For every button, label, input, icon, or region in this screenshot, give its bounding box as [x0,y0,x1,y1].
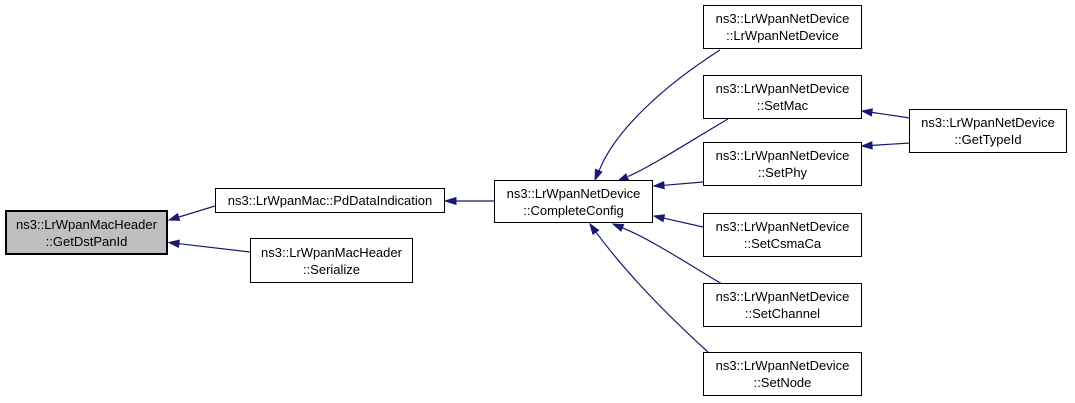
node-setchannel-line1: ns3::LrWpanNetDevice [715,289,850,304]
node-completeconfig[interactable]: ns3::LrWpanNetDevice ::CompleteConfig [494,180,653,223]
node-getdstpanid-line2: ::GetDstPanId [45,233,128,249]
edge-serialize-to-getdstpanid [167,239,251,253]
node-gettypeid-line2: ::GetTypeId [954,132,1022,147]
node-setmac-line1: ns3::LrWpanNetDevice [715,81,850,96]
node-setcsmaca[interactable]: ns3::LrWpanNetDevice ::SetCsmaCa [703,213,862,257]
edge-setchannel-to-completeconfig [611,223,723,285]
node-setnode[interactable]: ns3::LrWpanNetDevice ::SetNode [703,352,862,396]
node-setcsmaca-line2: ::SetCsmaCa [743,236,822,251]
edge-pddataindication-to-getdstpanid [167,205,216,221]
edge-setphy-to-completeconfig [652,180,704,190]
node-pddataindication[interactable]: ns3::LrWpanMac::PdDataIndication [215,188,445,213]
edge-setnode-to-completeconfig [589,222,709,353]
node-getdstpanid: ns3::LrWpanMacHeader ::GetDstPanId [5,210,168,255]
edge-completeconfig-to-pddataindication [443,196,495,206]
node-setcsmaca-line1: ns3::LrWpanNetDevice [715,219,850,234]
node-setnode-line1: ns3::LrWpanNetDevice [715,358,850,373]
node-setmac[interactable]: ns3::LrWpanNetDevice ::SetMac [703,75,862,119]
node-serialize-line2: ::Serialize [302,261,361,277]
node-constructor-line1: ns3::LrWpanNetDevice [715,11,850,26]
node-setphy-line2: ::SetPhy [757,165,808,180]
node-serialize-line1: ns3::LrWpanMacHeader [261,244,402,260]
edge-setcsmaca-to-completeconfig [652,214,704,228]
node-lrwpannetdevice-constructor[interactable]: ns3::LrWpanNetDevice ::LrWpanNetDevice [703,5,862,49]
node-completeconfig-line2: ::CompleteConfig [523,202,624,218]
node-setnode-line2: ::SetNode [753,375,812,390]
node-pddataindication-line1: ns3::LrWpanMac::PdDataIndication [227,193,433,208]
node-setchannel[interactable]: ns3::LrWpanNetDevice ::SetChannel [703,283,862,327]
node-setmac-line2: ::SetMac [756,98,809,113]
edge-gettypeid-to-setmac [860,108,911,119]
node-setchannel-line2: ::SetChannel [744,306,821,321]
node-constructor-line2: ::LrWpanNetDevice [726,28,839,43]
node-getdstpanid-line1: ns3::LrWpanMacHeader [16,216,157,232]
node-setphy[interactable]: ns3::LrWpanNetDevice ::SetPhy [703,142,862,186]
node-setphy-line1: ns3::LrWpanNetDevice [715,148,850,163]
node-completeconfig-line1: ns3::LrWpanNetDevice [506,185,641,201]
node-gettypeid[interactable]: ns3::LrWpanNetDevice ::GetTypeId [909,109,1067,153]
edge-constructor-to-completeconfig [594,49,721,182]
node-serialize[interactable]: ns3::LrWpanMacHeader ::Serialize [250,238,413,283]
edge-gettypeid-to-setphy [860,141,911,150]
node-gettypeid-line1: ns3::LrWpanNetDevice [921,115,1055,130]
